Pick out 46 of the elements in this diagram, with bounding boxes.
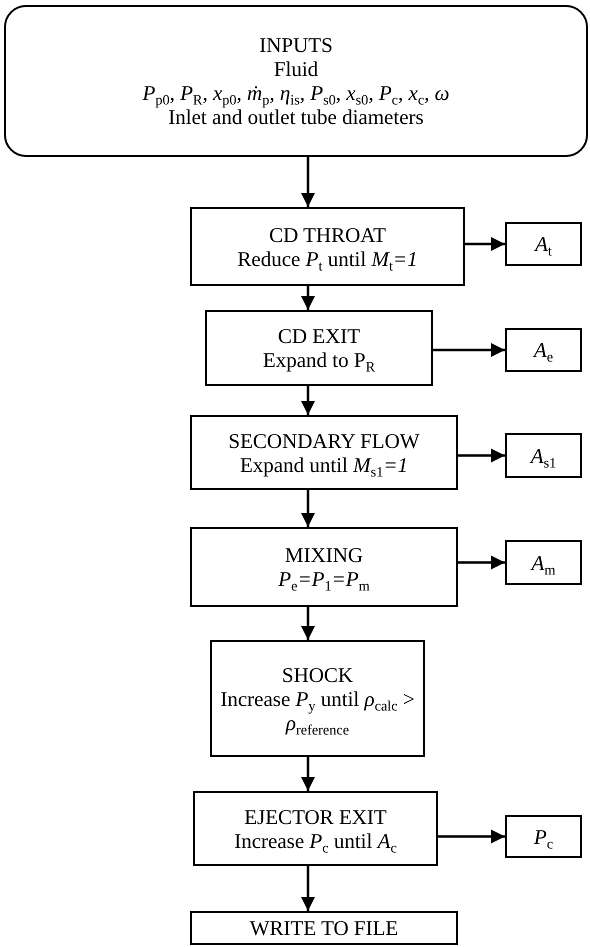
- step-title: EJECTOR EXIT: [244, 804, 387, 828]
- arrow: [301, 490, 315, 527]
- arrow: [301, 607, 315, 640]
- arrow: [301, 386, 315, 415]
- step-text: A$_{t}$: [535, 232, 552, 256]
- output-box: [505, 222, 582, 266]
- step-text: A$_{s1}$: [530, 444, 556, 468]
- process-box: [205, 310, 433, 386]
- process-box: [210, 640, 425, 757]
- step-text: P$_{p0}$, P$_{R}$, x$_{p0}$, ṁ$_{p}$, η$_{is}$, P$_{s0}$, x$_{s0}$, P$_{c}$, x$_{c}$, ω: [142, 81, 450, 105]
- step-text: Expand until M$_{s1}$=1: [240, 452, 408, 476]
- process-box: [190, 207, 465, 286]
- arrow: [465, 237, 505, 251]
- arrow: [438, 830, 505, 844]
- output-box: [505, 815, 582, 858]
- arrow: [458, 448, 505, 462]
- step-title: MIXING: [284, 543, 364, 567]
- step-text: Reduce P$_{t}$ until M$_{t}$=1: [237, 246, 418, 270]
- step-title: INPUTS: [259, 33, 333, 57]
- arrow: [458, 556, 505, 570]
- arrow: [301, 866, 315, 911]
- step-title: CD EXIT: [278, 324, 360, 348]
- arrow: [301, 286, 315, 310]
- step-text: WRITE TO FILE: [250, 916, 398, 940]
- arrow: [433, 343, 505, 357]
- output-box: [505, 433, 582, 478]
- process-box: [193, 791, 438, 866]
- process-box: [190, 415, 458, 490]
- process-box: [190, 911, 458, 945]
- process-box: [190, 527, 458, 607]
- step-text: Expand to P$_{R}$: [262, 348, 376, 372]
- arrow: [301, 757, 315, 791]
- arrow: [301, 157, 315, 207]
- step-text: P$_{c}$: [534, 824, 554, 848]
- input-box: [4, 5, 588, 157]
- step-title: CD THROAT: [269, 222, 386, 246]
- step-title: SECONDARY FLOW: [228, 428, 420, 452]
- step-text: Increase P$_{c}$ until A$_{c}$: [234, 828, 397, 852]
- step-text: A$_{m}$: [532, 550, 556, 574]
- output-box: [505, 540, 582, 585]
- step-text: P$_{e}$=P$_{1}$=P$_{m}$: [278, 567, 370, 591]
- output-box: [505, 328, 582, 372]
- step-title: SHOCK: [282, 662, 354, 686]
- step-text: A$_{e}$: [534, 338, 554, 362]
- step-text: Fluid: [274, 57, 318, 81]
- step-text: Increase P$_{y}$ until ρ$_{calc}$ > ρ$_{reference}$: [220, 686, 415, 734]
